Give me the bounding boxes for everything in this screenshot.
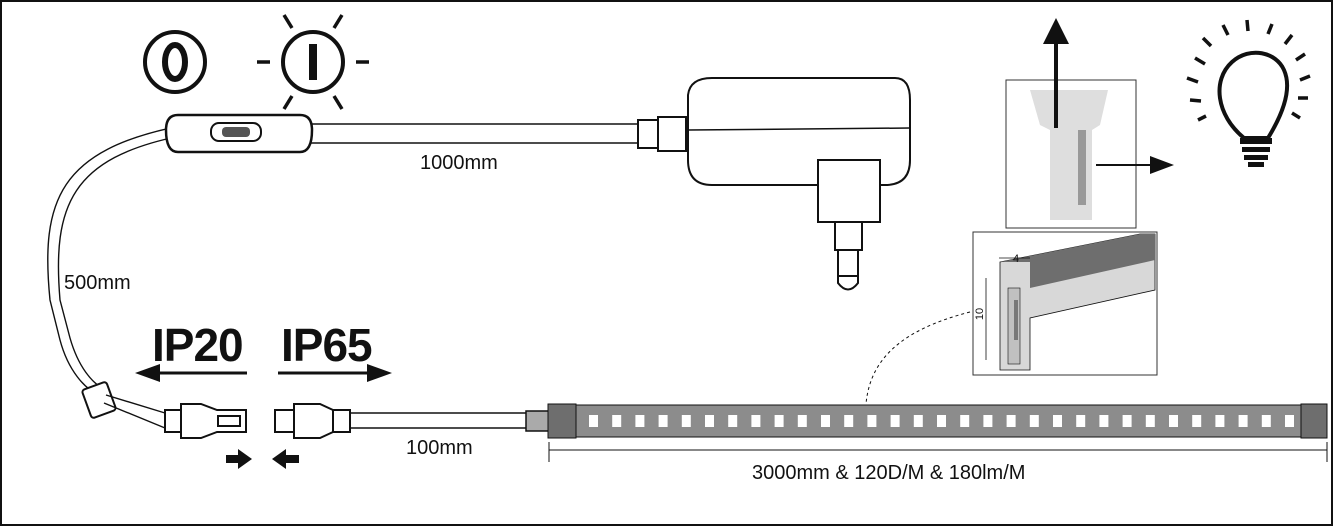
led-chip bbox=[1076, 415, 1086, 427]
bulb-icon bbox=[1186, 19, 1311, 167]
led-chip bbox=[937, 415, 946, 427]
led-chip bbox=[913, 415, 923, 427]
ip20-label: IP20 bbox=[152, 319, 244, 371]
push-left-arrow bbox=[272, 449, 299, 469]
cables bbox=[47, 123, 638, 429]
led-chip bbox=[1122, 415, 1132, 427]
led-chip bbox=[844, 415, 854, 427]
power-adapter bbox=[637, 77, 911, 291]
led-chip bbox=[728, 415, 738, 427]
led-strip bbox=[525, 403, 1328, 439]
inline-switch bbox=[164, 113, 314, 154]
led-chip bbox=[1285, 415, 1294, 427]
push-right-arrow bbox=[226, 449, 252, 469]
switch-lead-length: 500mm bbox=[64, 272, 131, 294]
callout-line bbox=[865, 311, 971, 405]
led-chip bbox=[1215, 415, 1225, 427]
led-chip bbox=[681, 415, 691, 427]
profile-cross-section bbox=[972, 231, 1158, 376]
ip20-arrow bbox=[135, 364, 247, 382]
led-chip bbox=[774, 415, 784, 427]
led-chip bbox=[1145, 415, 1155, 427]
tail-cable-length: 100mm bbox=[406, 437, 473, 459]
led-chip bbox=[635, 415, 645, 427]
led-chip bbox=[1238, 415, 1248, 427]
switch-on-icon bbox=[257, 14, 369, 110]
led-chip bbox=[983, 415, 993, 427]
led-chip bbox=[867, 415, 877, 427]
led-chip bbox=[1053, 415, 1062, 427]
led-chip bbox=[1261, 415, 1271, 427]
led-chip bbox=[797, 415, 807, 427]
led-chip bbox=[1169, 415, 1178, 427]
profile-width-label: 4 bbox=[1013, 253, 1020, 265]
strip-dimension-line bbox=[548, 442, 1328, 462]
led-chip bbox=[751, 415, 761, 427]
ip65-arrow bbox=[278, 364, 392, 382]
led-chip bbox=[821, 415, 830, 427]
ip65-label: IP65 bbox=[281, 319, 373, 371]
emission-diagram bbox=[1005, 18, 1174, 229]
led-chip bbox=[658, 415, 668, 427]
strip-spec-label: 3000mm & 120D/M & 180lm/M bbox=[752, 462, 1026, 484]
led-chip bbox=[1029, 415, 1039, 427]
led-chip bbox=[612, 415, 622, 427]
switch-off-icon bbox=[143, 30, 207, 94]
led-chip bbox=[1099, 415, 1109, 427]
led-chip bbox=[890, 415, 900, 427]
led-chip bbox=[1192, 415, 1202, 427]
led-dots bbox=[589, 415, 1294, 427]
connector-assembly bbox=[81, 381, 351, 439]
main-cable-length: 1000mm bbox=[420, 152, 498, 174]
led-chip bbox=[960, 415, 970, 427]
led-chip bbox=[589, 415, 598, 427]
led-chip bbox=[705, 415, 714, 427]
profile-height-label: 10 bbox=[974, 307, 987, 321]
led-chip bbox=[1006, 415, 1016, 427]
